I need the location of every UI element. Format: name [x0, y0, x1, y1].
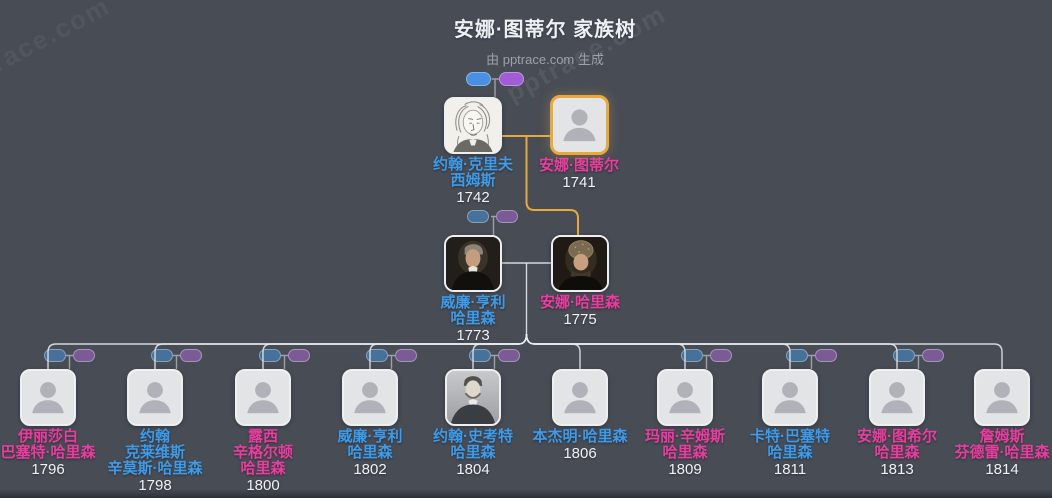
- person-name: 约翰 克莱维斯 辛莫斯·哈里森: [107, 428, 203, 477]
- person-node-child: 约翰 克莱维斯 辛莫斯·哈里森 1798: [100, 369, 210, 494]
- person-name: 玛丽·辛姆斯 哈里森: [645, 428, 725, 461]
- person-node-child: 本杰明·哈里森 1806: [525, 369, 635, 462]
- male-pill-icon[interactable]: [366, 349, 388, 362]
- person-year: 1802: [353, 461, 387, 478]
- portrait-image[interactable]: [551, 235, 609, 292]
- person-year: 1813: [880, 461, 914, 478]
- person-name: 詹姆斯 芬德雷·哈里森: [954, 428, 1050, 461]
- male-pill-icon[interactable]: [786, 349, 808, 362]
- person-silhouette-icon: [562, 109, 596, 142]
- male-pill-icon[interactable]: [469, 349, 491, 362]
- person-node-john-scott-harrison: 约翰·史考特 哈里森 1804: [418, 369, 528, 478]
- person-year: 1800: [246, 477, 280, 494]
- avatar-placeholder[interactable]: [20, 369, 76, 426]
- page-subtitle: 由 pptrace.com 生成: [486, 52, 604, 67]
- avatar-placeholder[interactable]: [762, 369, 818, 426]
- male-pill-icon[interactable]: [44, 349, 66, 362]
- portrait-image[interactable]: [444, 97, 502, 154]
- person-node-child: 玛丽·辛姆斯 哈里森 1809: [630, 369, 740, 478]
- person-node-child: 伊丽莎白 巴塞特·哈里森 1796: [0, 369, 103, 478]
- male-pill-icon[interactable]: [151, 349, 173, 362]
- avatar-placeholder[interactable]: [127, 369, 183, 426]
- person-name: 约翰·史考特 哈里森: [433, 428, 513, 461]
- person-year: 1775: [563, 311, 597, 328]
- person-name: 露西 辛格尔顿 哈里森: [232, 428, 293, 477]
- photo-portrait: [447, 371, 499, 424]
- person-node-anna-tuthill: 安娜·图蒂尔 1741: [524, 95, 634, 191]
- person-node-john-cleves-symmes: 约翰·克里夫 西姆斯 1742: [418, 97, 528, 206]
- female-pill-icon[interactable]: [180, 349, 202, 362]
- male-pill-icon[interactable]: [681, 349, 703, 362]
- person-year: 1814: [985, 461, 1019, 478]
- painting-portrait: [446, 237, 500, 290]
- person-year: 1806: [563, 445, 597, 462]
- person-name: 约翰·克里夫 西姆斯: [433, 156, 513, 189]
- person-name: 安娜·哈里森: [540, 294, 620, 311]
- female-pill-icon[interactable]: [815, 349, 837, 362]
- person-year: 1796: [31, 461, 65, 478]
- person-year: 1742: [456, 189, 490, 206]
- avatar-placeholder[interactable]: [869, 369, 925, 426]
- male-pill-icon[interactable]: [467, 210, 489, 223]
- person-node-child: 詹姆斯 芬德雷·哈里森 1814: [947, 369, 1052, 478]
- person-name: 威廉·亨利 哈里森: [440, 294, 506, 327]
- person-year: 1741: [562, 174, 596, 191]
- person-year: 1811: [773, 461, 807, 478]
- male-pill-icon[interactable]: [259, 349, 281, 362]
- avatar-placeholder[interactable]: [342, 369, 398, 426]
- avatar-placeholder[interactable]: [235, 369, 291, 426]
- person-name: 安娜·图希尔 哈里森: [857, 428, 937, 461]
- person-year: 1809: [668, 461, 702, 478]
- avatar-placeholder[interactable]: [974, 369, 1030, 426]
- person-node-child: 威廉·亨利 哈里森 1802: [315, 369, 425, 478]
- female-pill-icon[interactable]: [73, 349, 95, 362]
- person-name: 威廉·亨利 哈里森: [337, 428, 403, 461]
- avatar-placeholder-selected[interactable]: [549, 95, 609, 155]
- person-name: 安娜·图蒂尔: [539, 157, 619, 174]
- avatar-placeholder[interactable]: [657, 369, 713, 426]
- female-pill-icon[interactable]: [922, 349, 944, 362]
- female-pill-icon[interactable]: [288, 349, 310, 362]
- male-pill-icon[interactable]: [893, 349, 915, 362]
- sketch-portrait: [446, 99, 500, 152]
- person-year: 1773: [456, 327, 490, 344]
- female-pill-icon[interactable]: [710, 349, 732, 362]
- person-year: 1804: [456, 461, 490, 478]
- portrait-image[interactable]: [445, 369, 501, 426]
- male-pill-icon[interactable]: [466, 72, 491, 86]
- person-node-william-henry-harrison: 威廉·亨利 哈里森 1773: [418, 235, 528, 344]
- tree-header: 安娜·图蒂尔 家族树 由 pptrace.com 生成: [445, 13, 645, 68]
- bottom-edge-shadow: [0, 489, 1052, 498]
- female-pill-icon[interactable]: [499, 72, 524, 86]
- person-node-anna-harrison: 安娜·哈里森 1775: [525, 235, 635, 328]
- female-pill-icon[interactable]: [395, 349, 417, 362]
- person-node-child: 卡特·巴塞特 哈里森 1811: [735, 369, 845, 478]
- person-node-child: 露西 辛格尔顿 哈里森 1800: [208, 369, 318, 494]
- person-name: 伊丽莎白 巴塞特·哈里森: [0, 428, 96, 461]
- female-pill-icon[interactable]: [498, 349, 520, 362]
- person-year: 1798: [138, 477, 172, 494]
- avatar-placeholder[interactable]: [552, 369, 608, 426]
- person-node-child: 安娜·图希尔 哈里森 1813: [842, 369, 952, 478]
- painting-portrait: [553, 237, 607, 290]
- watermark: pptrace.com: [0, 0, 116, 100]
- portrait-image[interactable]: [444, 235, 502, 292]
- person-name: 卡特·巴塞特 哈里森: [750, 428, 830, 461]
- page-title: 安娜·图蒂尔 家族树: [453, 19, 637, 41]
- female-pill-icon[interactable]: [496, 210, 518, 223]
- person-name: 本杰明·哈里森: [532, 428, 628, 445]
